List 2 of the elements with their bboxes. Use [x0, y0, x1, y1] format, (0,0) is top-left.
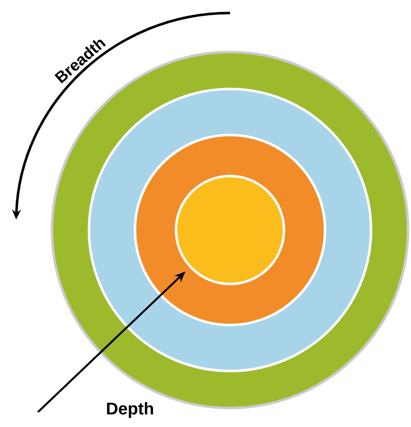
center-circle — [174, 174, 286, 286]
axis-label: Depth — [107, 402, 154, 418]
